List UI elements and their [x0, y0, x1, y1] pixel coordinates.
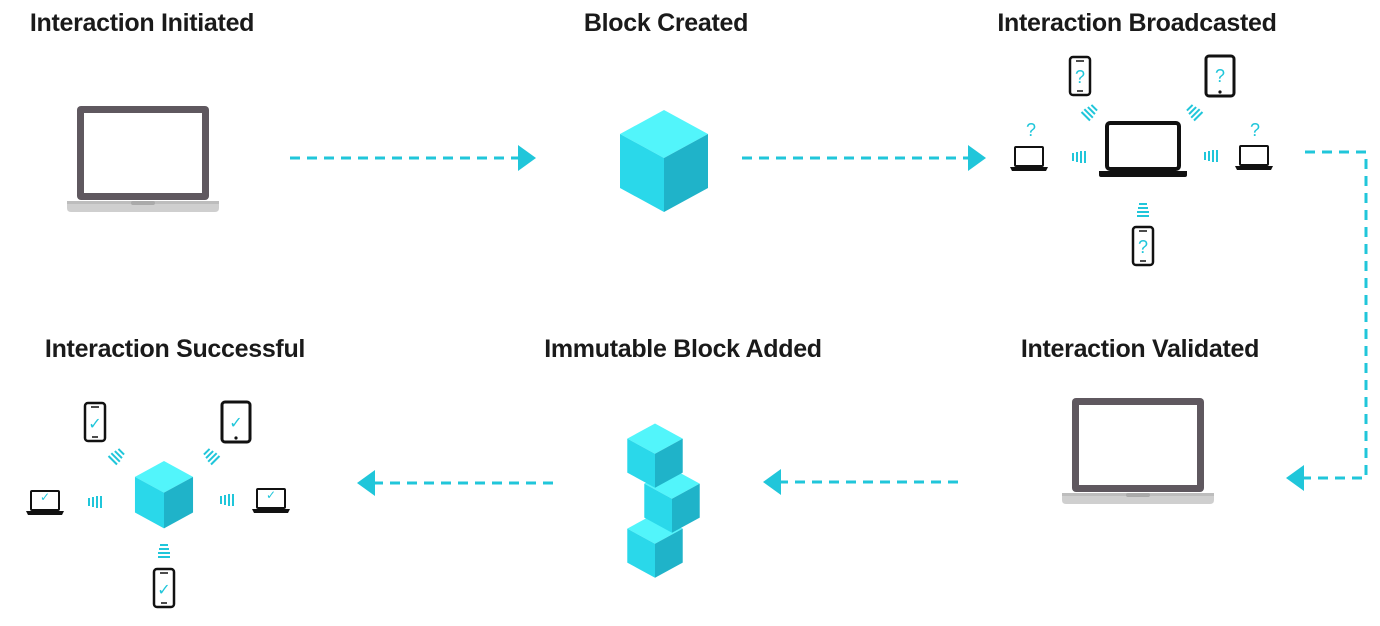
question-mark-icon: ? — [1026, 120, 1036, 140]
network-broadcast-group: ? ? ? ? ? — [1009, 54, 1274, 267]
question-mark-icon: ? — [1075, 67, 1085, 87]
arrow-left-icon — [763, 469, 958, 495]
step-title-immutable-block-added: Immutable Block Added — [544, 335, 822, 363]
question-mark-icon: ? — [1138, 237, 1148, 257]
step-title-interaction-validated: Interaction Validated — [1020, 335, 1260, 363]
step-title-block-created: Block Created — [583, 9, 749, 37]
signal-icon — [88, 496, 102, 508]
question-mark-icon: ? — [1250, 120, 1260, 140]
check-icon: ✓ — [266, 488, 276, 502]
arrow-left-icon — [357, 470, 553, 496]
step-title-interaction-initiated: Interaction Initiated — [29, 9, 255, 37]
block-cube-icon — [620, 110, 708, 212]
check-icon: ✓ — [88, 416, 101, 433]
arrow-right-icon — [742, 145, 986, 171]
check-icon: ✓ — [229, 415, 242, 432]
block-chain-icon — [627, 423, 700, 578]
signal-icon — [1204, 150, 1218, 162]
signal-icon — [1137, 203, 1149, 217]
signal-icon — [1080, 102, 1100, 122]
block-cube-icon — [134, 461, 194, 529]
laptop-icon — [1234, 145, 1274, 171]
network-success-group: ✓ ✓ ✓ ✓ ✓ — [25, 400, 291, 609]
laptop-icon — [1009, 146, 1049, 172]
check-icon: ✓ — [40, 490, 50, 504]
arrow-down-connector-icon — [1286, 150, 1368, 491]
signal-icon — [1072, 151, 1086, 163]
question-mark-icon: ? — [1215, 66, 1225, 86]
laptop-icon — [1062, 398, 1214, 504]
laptop-icon — [1097, 121, 1189, 179]
signal-icon — [220, 494, 234, 506]
signal-icon — [107, 446, 127, 466]
step-title-interaction-broadcasted: Interaction Broadcasted — [997, 9, 1277, 37]
arrow-right-icon — [290, 145, 536, 171]
check-icon: ✓ — [157, 582, 170, 599]
signal-icon — [201, 446, 221, 466]
signal-icon — [158, 544, 170, 558]
step-title-interaction-successful: Interaction Successful — [44, 335, 306, 363]
laptop-icon — [67, 106, 219, 212]
signal-icon — [1184, 102, 1204, 122]
